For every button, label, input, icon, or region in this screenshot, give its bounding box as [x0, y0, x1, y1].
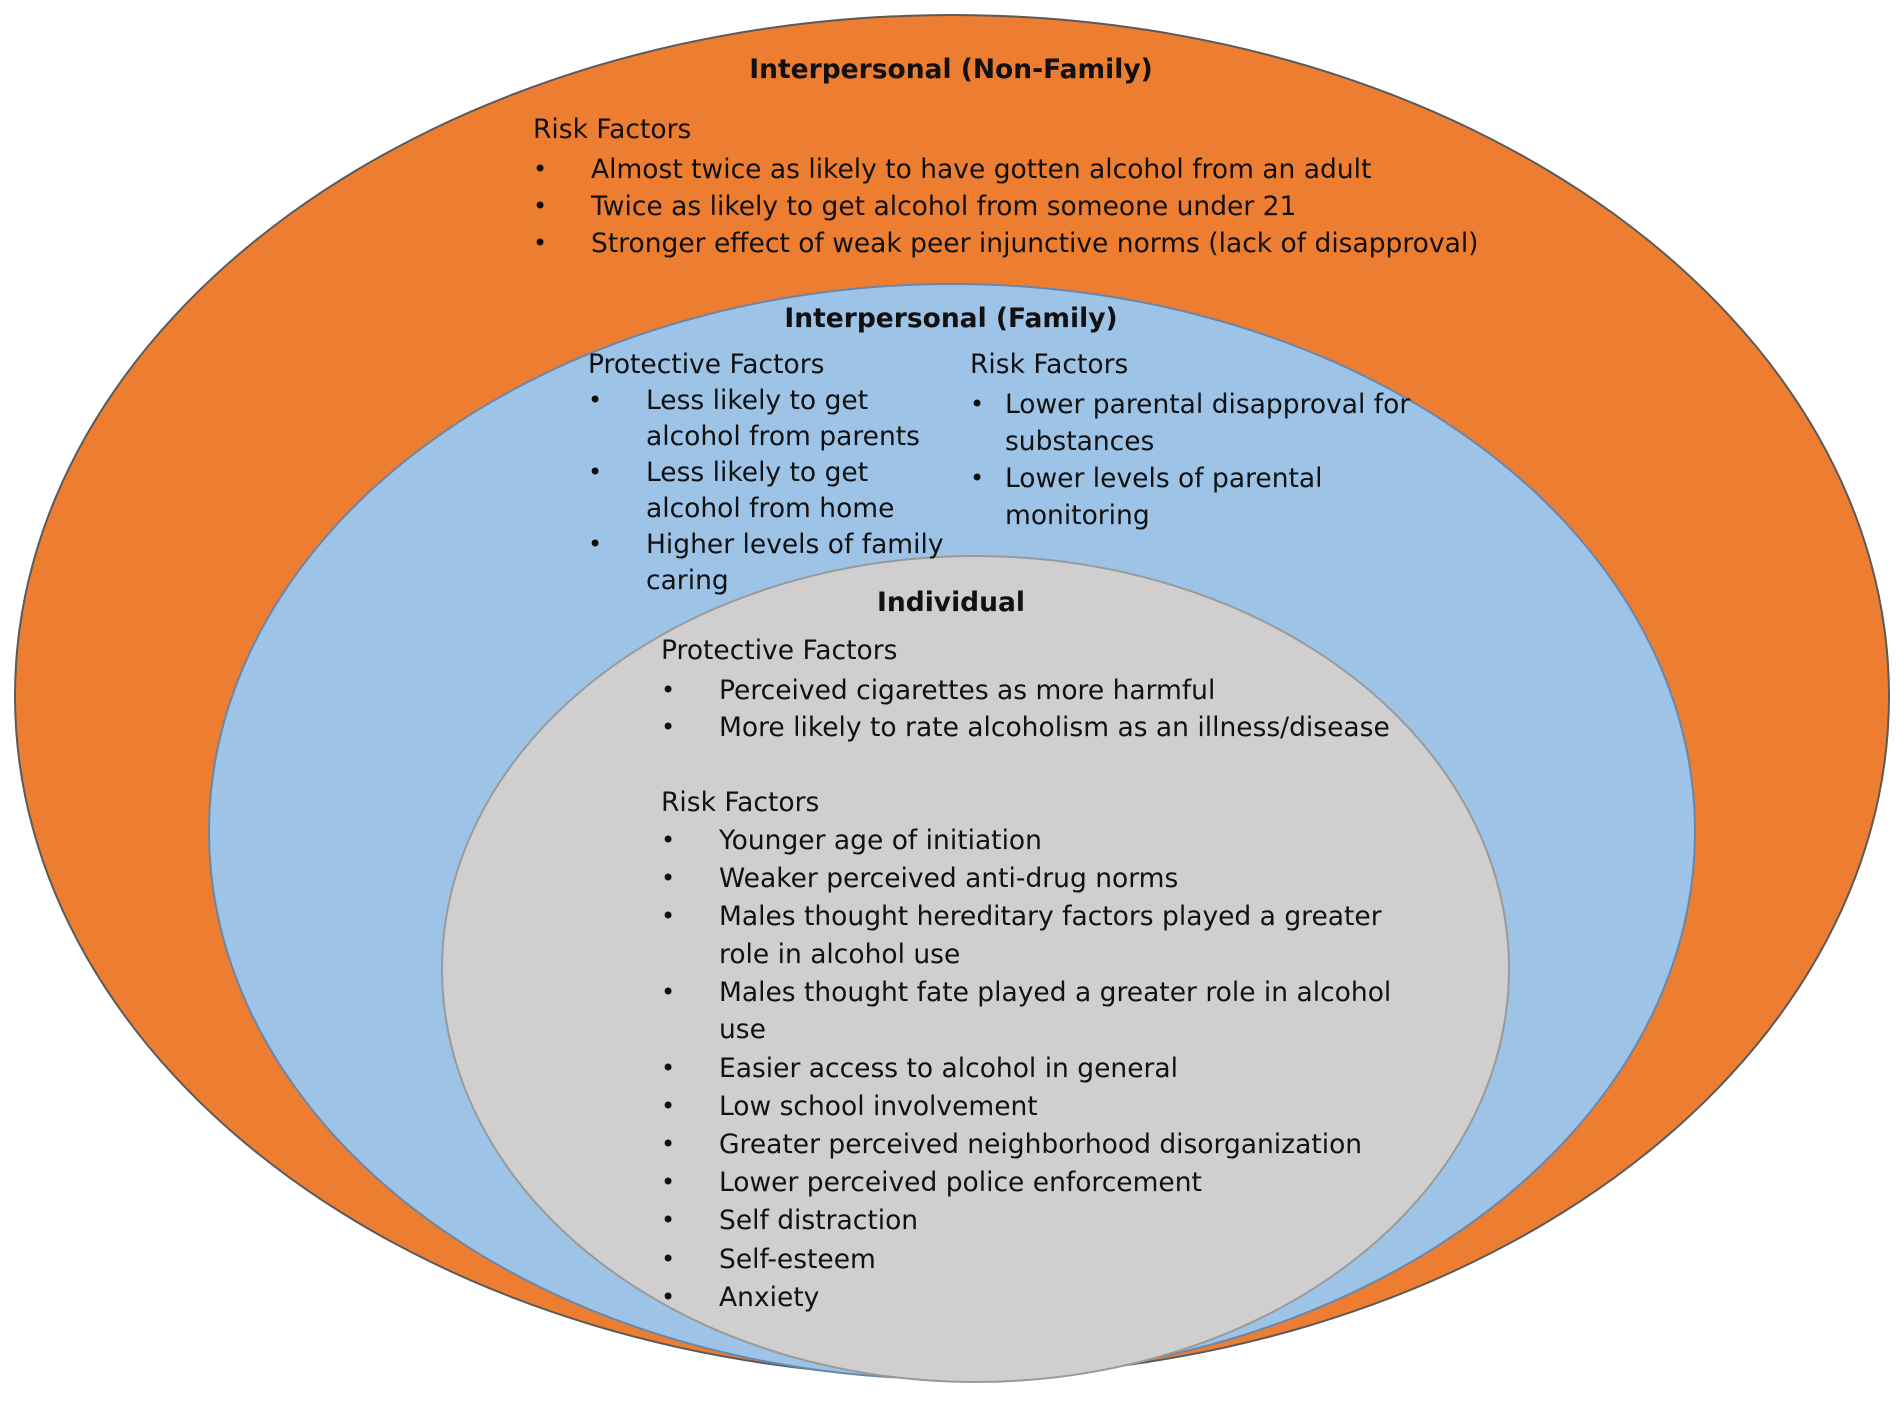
non-family-title: Interpersonal (Non-Family): [749, 54, 1153, 85]
list-item-text: Stronger effect of weak peer injunctive …: [591, 228, 1479, 259]
list-item-text: Almost twice as likely to have gotten al…: [591, 154, 1372, 185]
list-item-text: Weaker perceived anti-drug norms: [719, 863, 1179, 895]
family-title: Interpersonal (Family): [784, 303, 1118, 334]
list-item-text: Easier access to alcohol in general: [719, 1052, 1179, 1084]
bullet-marker: •: [661, 713, 676, 741]
list-item-text: Self distraction: [719, 1205, 919, 1237]
bullet-marker: •: [533, 229, 548, 257]
list-item-text: Less likely to get: [646, 385, 869, 416]
bullet-marker: •: [970, 464, 985, 492]
bullet-marker: •: [661, 676, 676, 704]
list-item-text: monitoring: [1005, 500, 1150, 531]
list-item-text: alcohol from parents: [646, 421, 920, 452]
individual-risk-heading: Risk Factors: [661, 787, 820, 818]
list-item-text: Low school involvement: [719, 1090, 1038, 1122]
non-family-risk-heading: Risk Factors: [533, 114, 692, 145]
list-item-text: Lower perceived police enforcement: [719, 1167, 1202, 1199]
bullet-marker: •: [661, 864, 676, 893]
bullet-marker: •: [661, 978, 676, 1006]
bullet-marker: •: [588, 458, 603, 486]
bullet-marker: •: [533, 155, 548, 183]
individual-title: Individual: [877, 587, 1025, 618]
list-item-text: Males thought fate played a greater role…: [719, 977, 1392, 1008]
bullet-marker: •: [661, 902, 676, 931]
bullet-marker: •: [661, 1053, 676, 1082]
bullet-marker: •: [661, 1168, 676, 1197]
bullet-marker: •: [661, 1206, 676, 1235]
individual-protective-heading: Protective Factors: [661, 635, 898, 666]
bullet-marker: •: [661, 1091, 676, 1120]
bullet-marker: •: [533, 192, 548, 220]
list-item-text: caring: [646, 565, 729, 596]
list-item-text: Males thought hereditary factors played …: [719, 901, 1382, 933]
list-item-text: use: [719, 1014, 766, 1046]
list-item-text: Lower levels of parental: [1005, 463, 1323, 494]
list-item-text: role in alcohol use: [719, 938, 961, 970]
bullet-marker: •: [970, 390, 985, 418]
list-item-text: Lower parental disapproval for: [1005, 389, 1411, 420]
list-item-text: Self-esteem: [719, 1243, 876, 1275]
list-item-text: Higher levels of family: [646, 529, 944, 560]
ellipse-individual: [441, 555, 1510, 1383]
list-item-text: Perceived cigarettes as more harmful: [719, 675, 1216, 706]
list-item-text: Twice as likely to get alcohol from some…: [591, 191, 1297, 222]
list-item-text: Greater perceived neighborhood disorgani…: [719, 1129, 1363, 1160]
bullet-marker: •: [661, 826, 676, 854]
bullet-marker: •: [661, 1244, 676, 1273]
list-item-text: substances: [1005, 426, 1155, 457]
bullet-marker: •: [661, 1130, 676, 1158]
list-item-text: Anxiety: [719, 1281, 820, 1313]
family-protective-heading: Protective Factors: [588, 349, 825, 380]
list-item-text: More likely to rate alcoholism as an ill…: [719, 712, 1390, 743]
list-item-text: Less likely to get: [646, 457, 869, 488]
list-item-text: alcohol from home: [646, 493, 895, 524]
bullet-marker: •: [661, 1282, 676, 1311]
list-item-text: Younger age of initiation: [719, 825, 1042, 856]
family-risk-heading: Risk Factors: [970, 349, 1129, 380]
bullet-marker: •: [588, 530, 603, 558]
bullet-marker: •: [588, 386, 603, 414]
